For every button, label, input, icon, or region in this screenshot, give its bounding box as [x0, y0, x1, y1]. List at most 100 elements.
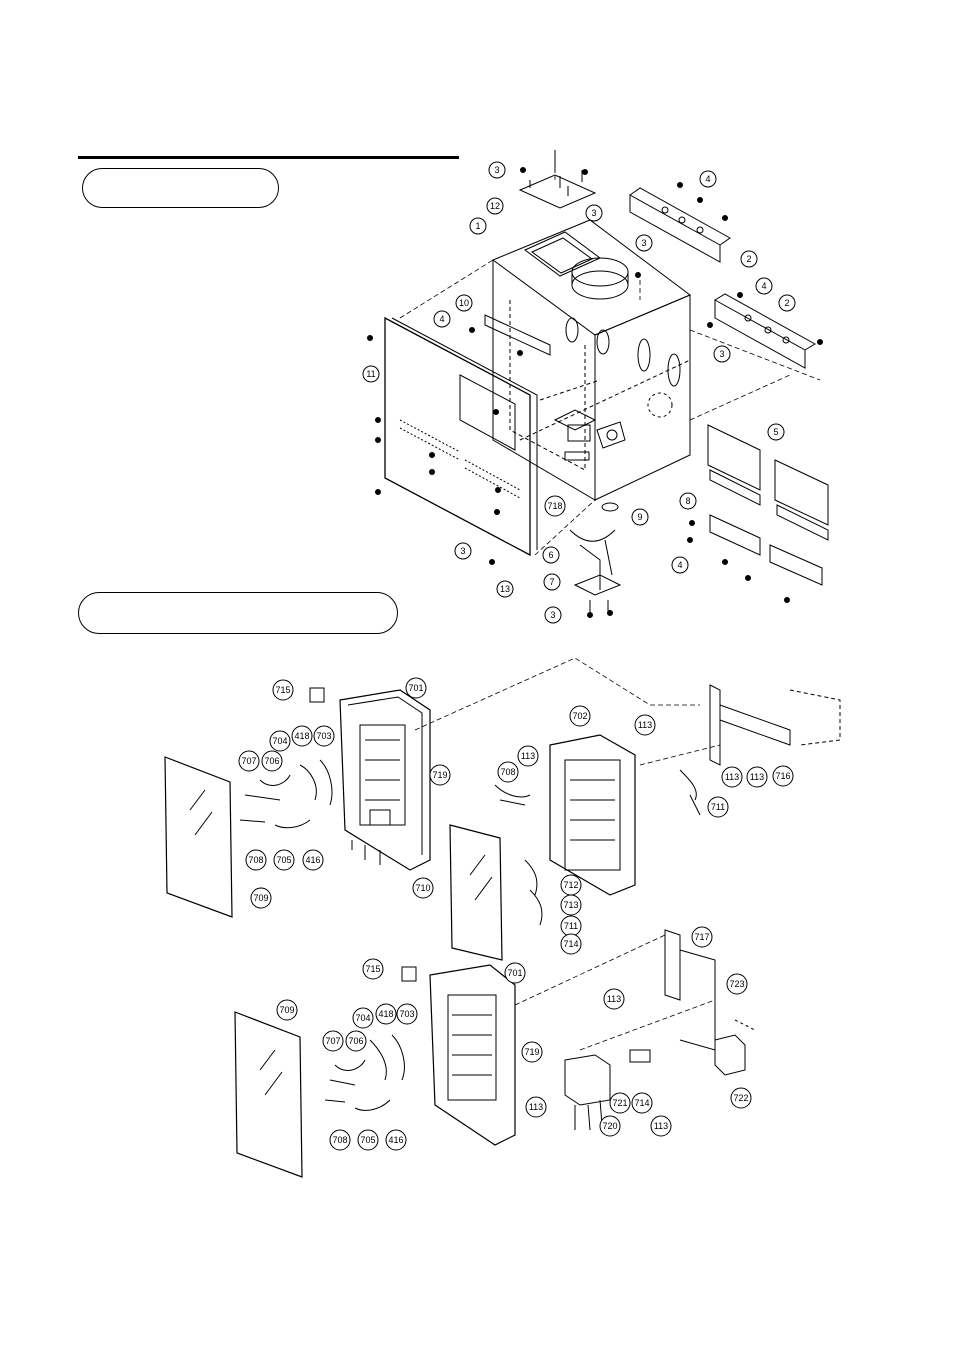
callout-label: 708 [500, 767, 515, 777]
callout-10: 10 [455, 294, 473, 312]
callout-label: 113 [521, 751, 535, 761]
callout-label: 710 [415, 883, 430, 893]
callout-label: 113 [529, 1102, 543, 1112]
callout-label: 715 [365, 964, 380, 974]
callout-701-1: 701 [405, 677, 427, 699]
callout-113-1: 113 [634, 714, 656, 736]
callout-label: 113 [750, 772, 764, 782]
callout-label: 722 [733, 1093, 748, 1103]
callout-707-2: 707 [322, 1030, 344, 1052]
callout-label: 113 [638, 720, 652, 730]
cover-709-lower [234, 1011, 303, 1178]
callout-label: 113 [725, 772, 739, 782]
callout-113-2: 113 [517, 745, 539, 767]
callout-label: 6 [548, 550, 553, 560]
callout-label: 701 [408, 683, 423, 693]
callout-label: 5 [773, 427, 778, 437]
section-heading-box-1 [82, 168, 279, 208]
callout-label: 3 [641, 238, 646, 248]
callout-710: 710 [412, 877, 434, 899]
callout-714-2: 714 [631, 1092, 653, 1114]
callout-label: 1 [475, 221, 480, 231]
callout-label: 4 [705, 174, 710, 184]
callout-3-3: 3 [635, 234, 653, 252]
callout-label: 4 [677, 560, 682, 570]
callout-label: 3 [460, 546, 465, 556]
callout-label: 705 [360, 1135, 375, 1145]
callout-705-2: 705 [357, 1129, 379, 1151]
callout-709-2: 709 [276, 999, 298, 1021]
callout-label: 715 [275, 685, 290, 695]
screws-top [367, 167, 823, 618]
callout-13: 13 [496, 580, 514, 598]
callout-label: 416 [305, 855, 320, 865]
callout-713: 713 [560, 894, 582, 916]
callout-3-6: 3 [544, 606, 562, 624]
callout-4-2: 4 [755, 277, 773, 295]
callout-label: 704 [355, 1013, 370, 1023]
callout-708-1: 708 [245, 849, 267, 871]
cabinet-box [491, 219, 691, 501]
callout-703-2: 703 [396, 1003, 418, 1025]
callout-label: 703 [399, 1009, 414, 1019]
base-bracket-8 [709, 514, 823, 586]
callout-711-2: 711 [560, 915, 582, 937]
assembly-lines-top [399, 160, 821, 556]
mounting-bracket-lower [714, 293, 816, 369]
callout-717: 717 [691, 926, 713, 948]
callout-label: 10 [459, 298, 469, 308]
callout-718: 718 [544, 495, 566, 517]
callout-layer: 3333331214444221011589671371870170170270… [238, 161, 796, 1151]
assembly-lines-mid [414, 657, 721, 766]
callout-label: 711 [711, 802, 725, 812]
callout-2-2: 2 [778, 294, 796, 312]
callout-8: 8 [679, 492, 697, 510]
callout-418-2: 418 [375, 1003, 397, 1025]
control-box-701-upper [339, 689, 431, 871]
callout-label: 721 [612, 1098, 627, 1108]
terminal-721-714 [629, 1049, 651, 1063]
inner-bracket [484, 314, 551, 356]
callout-113-3: 113 [721, 766, 743, 788]
cover-709-lower-glare [259, 1049, 283, 1096]
callout-704-1: 704 [269, 730, 291, 752]
connectors-upper [239, 759, 333, 829]
callout-label: 704 [272, 736, 287, 746]
callout-701-2: 701 [504, 962, 526, 984]
callout-label: 706 [348, 1036, 363, 1046]
callout-label: 718 [547, 501, 562, 511]
callout-label: 720 [602, 1121, 617, 1131]
callout-label: 709 [253, 893, 268, 903]
callout-3-5: 3 [454, 542, 472, 560]
callout-label: 716 [775, 771, 790, 781]
callout-label: 708 [332, 1135, 347, 1145]
callout-1: 1 [469, 217, 487, 235]
wire-harness [569, 529, 622, 615]
callout-4-4: 4 [671, 556, 689, 574]
control-box-701-lower [429, 964, 516, 1146]
callout-708-2: 708 [497, 761, 519, 783]
callout-3-1: 3 [488, 161, 506, 179]
cover-709-glare [189, 789, 213, 836]
callout-720: 720 [599, 1115, 621, 1137]
callout-712: 712 [560, 874, 582, 896]
callout-719-2: 719 [521, 1041, 543, 1063]
callout-709-1: 709 [250, 887, 272, 909]
callout-4-1: 4 [699, 170, 717, 188]
callout-label: 709 [279, 1005, 294, 1015]
callout-label: 719 [524, 1047, 539, 1057]
callout-label: 703 [316, 731, 331, 741]
section-heading-box-2 [78, 592, 398, 634]
callout-label: 11 [366, 369, 375, 379]
callout-722: 722 [730, 1087, 752, 1109]
callout-label: 416 [388, 1135, 403, 1145]
control-box-702 [549, 734, 636, 896]
callout-2-1: 2 [740, 250, 758, 268]
callout-label: 714 [634, 1098, 649, 1108]
callout-3-4: 3 [713, 345, 731, 363]
callout-label: 4 [761, 281, 766, 291]
callout-11: 11 [362, 365, 380, 383]
callout-708-3: 708 [329, 1129, 351, 1151]
callout-label: 4 [439, 314, 444, 324]
